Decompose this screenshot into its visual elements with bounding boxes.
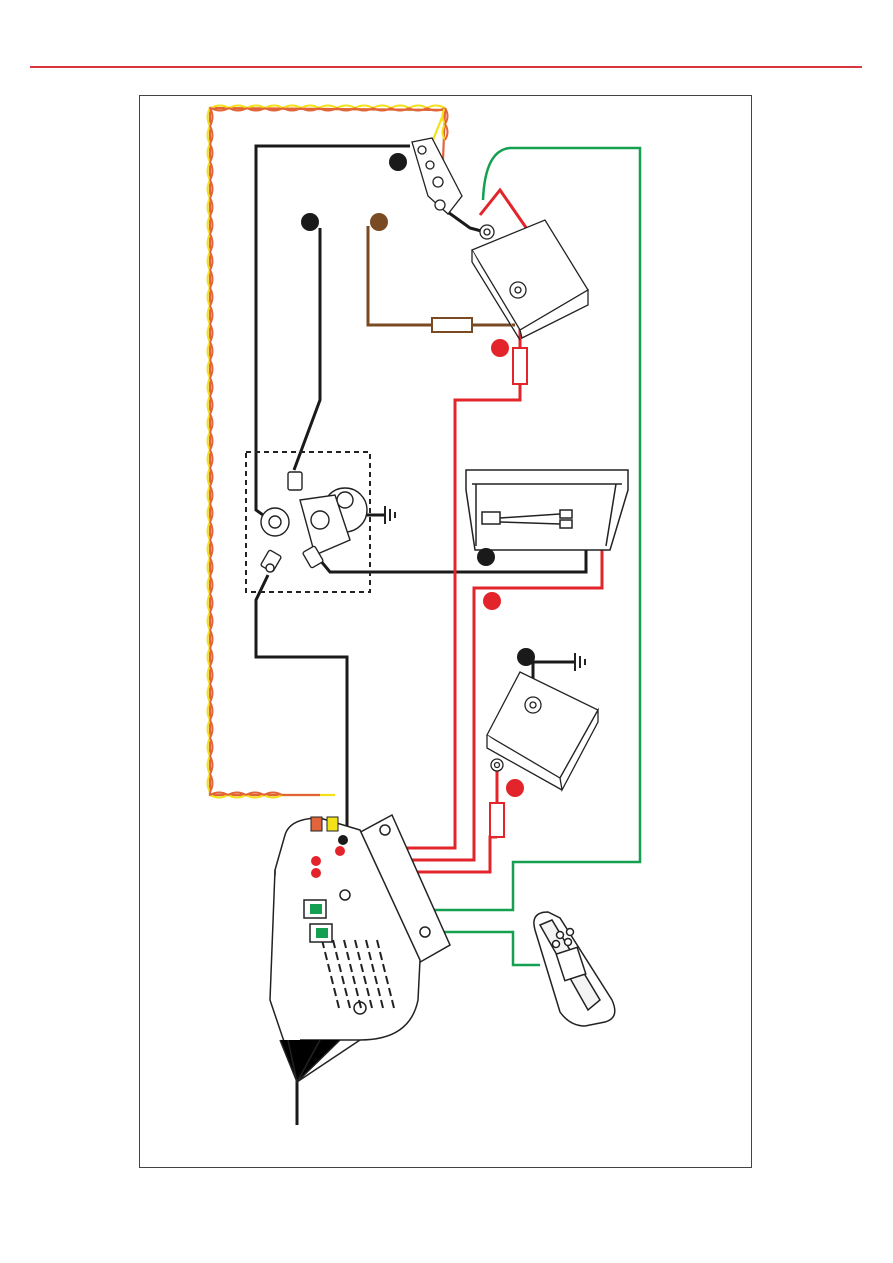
marker-red bbox=[483, 592, 501, 610]
twist-segment bbox=[301, 106, 319, 109]
black-wire-marker-fan bbox=[294, 228, 320, 470]
remote-display-icon bbox=[534, 912, 615, 1026]
marker-red bbox=[506, 779, 524, 797]
fan-motor-icon bbox=[260, 472, 367, 572]
twist-segment bbox=[337, 106, 355, 109]
marker-black bbox=[301, 213, 319, 231]
black-wire-switch-fan bbox=[256, 146, 410, 520]
fuse-icon bbox=[490, 803, 504, 837]
charger-unit-icon bbox=[270, 815, 450, 1082]
twist-segment bbox=[319, 106, 337, 109]
fridge-box-icon bbox=[466, 470, 628, 550]
ignition-switch-icon bbox=[412, 138, 462, 214]
starter-battery-icon bbox=[472, 220, 588, 340]
twist-segment bbox=[355, 106, 373, 109]
twist-segment bbox=[373, 106, 391, 109]
black-wire-fan-charger bbox=[256, 575, 347, 840]
marker-black bbox=[477, 548, 495, 566]
twist-segment bbox=[409, 106, 427, 109]
marker-black bbox=[389, 153, 407, 171]
marker-brown bbox=[370, 213, 388, 231]
twist-segment bbox=[445, 124, 448, 140]
fuse-icon bbox=[432, 318, 472, 332]
ground-icon bbox=[385, 506, 395, 524]
twist-segment bbox=[427, 106, 445, 109]
twist-segment bbox=[391, 106, 409, 109]
black-wire-switch-battery bbox=[445, 210, 485, 232]
fuse-icon bbox=[513, 348, 527, 384]
ground-icon bbox=[575, 653, 585, 671]
marker-red bbox=[491, 339, 509, 357]
red-wire-fridge-charger bbox=[320, 512, 602, 860]
auxiliary-battery-icon bbox=[487, 672, 598, 790]
marker-black bbox=[517, 648, 535, 666]
red-wire-fuse-charger bbox=[345, 384, 520, 848]
